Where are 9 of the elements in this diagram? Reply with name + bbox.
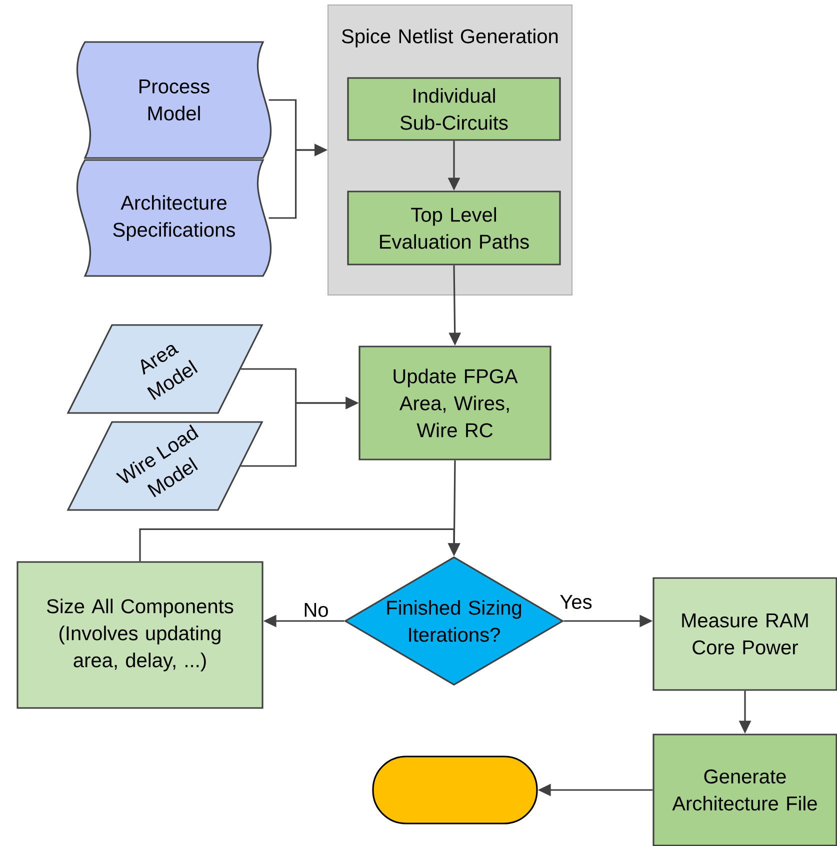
- terminator: [372, 756, 538, 824]
- process-box: Individual Sub-Circuits: [347, 77, 561, 141]
- edge-label: No: [302, 602, 330, 618]
- process-box: Top Level Evaluation Paths: [347, 190, 561, 266]
- process-box: Generate Architecture File: [652, 734, 837, 846]
- process-box: Measure RAM Core Power: [652, 577, 837, 691]
- arrow: [139, 528, 460, 562]
- process-box: Size All Components (Involves updating area, delay, ...): [16, 561, 264, 709]
- process-box: Update FPGA Area, Wires, Wire RC: [358, 346, 552, 460]
